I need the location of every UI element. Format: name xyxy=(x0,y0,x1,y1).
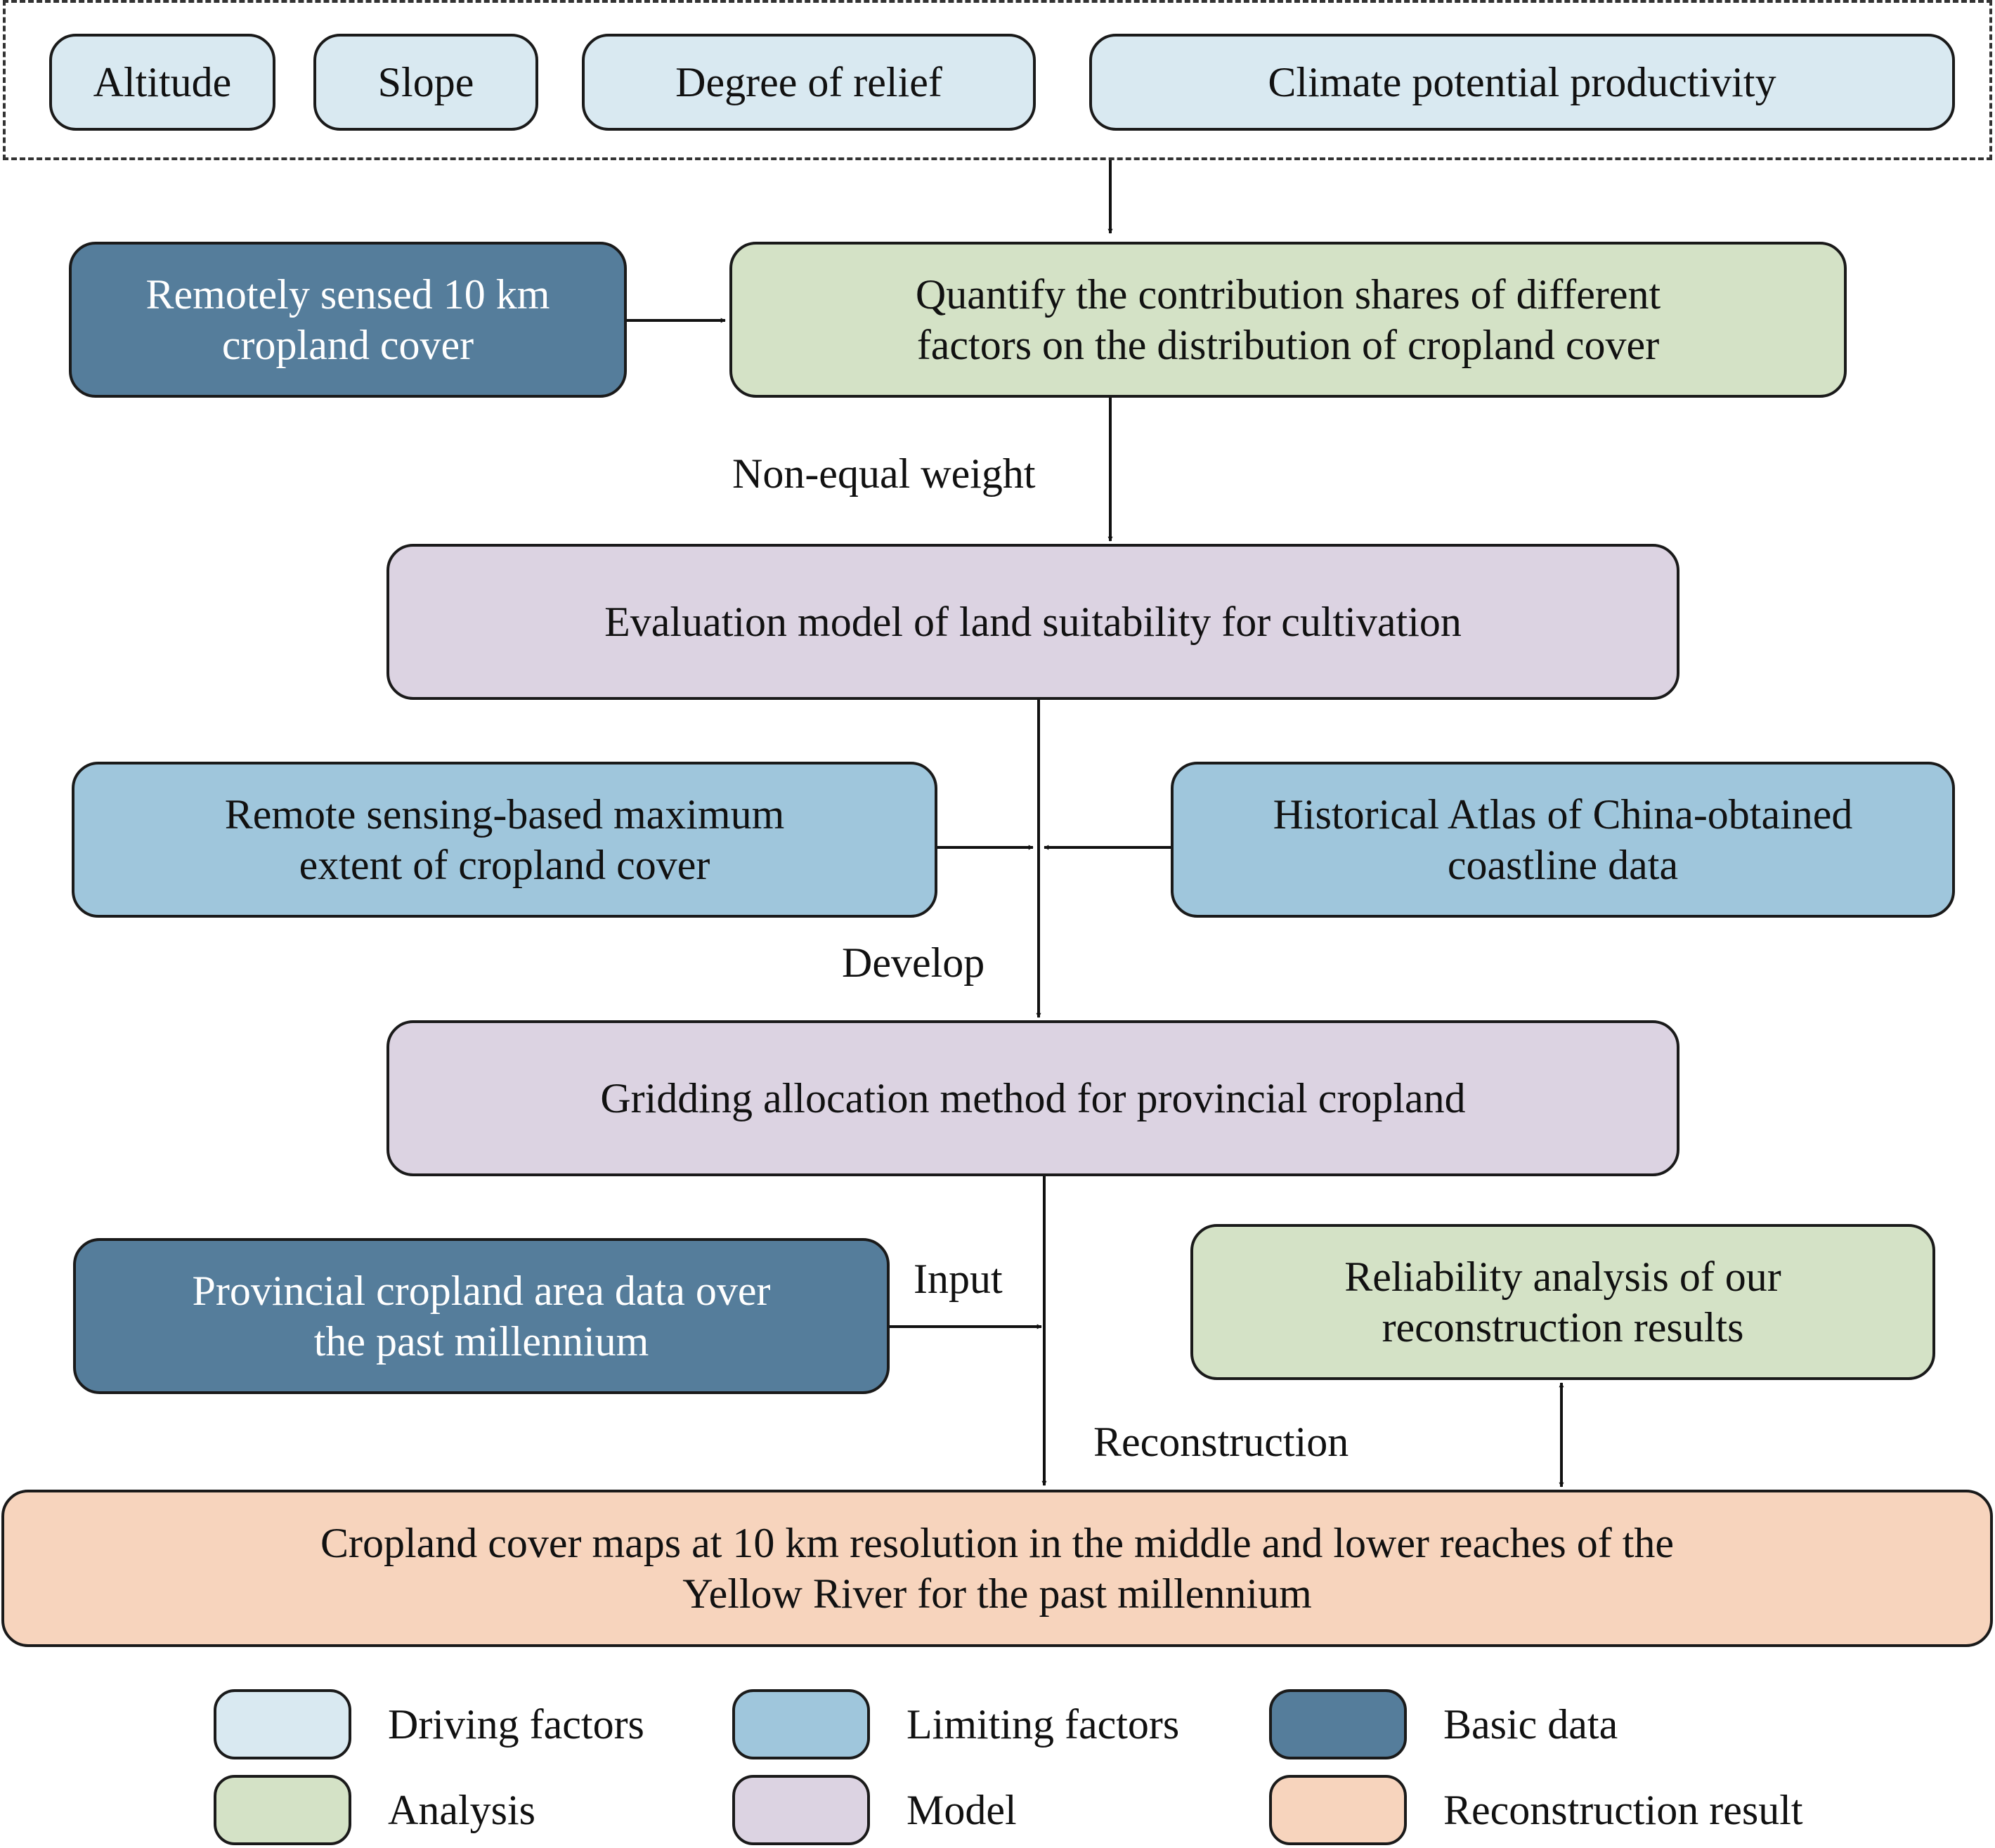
altitude-label: Altitude xyxy=(93,59,232,105)
slope-node[interactable]: Slope xyxy=(313,34,538,131)
provincial-label: Provincial cropland area data over the p… xyxy=(192,1268,771,1365)
legend-label-result: Reconstruction result xyxy=(1443,1787,1803,1833)
legend-label-analysis: Analysis xyxy=(388,1787,535,1833)
atlas-node[interactable]: Historical Atlas of China-obtained coast… xyxy=(1171,762,1955,918)
quantify-node[interactable]: Quantify the contribution shares of diff… xyxy=(729,242,1847,398)
legend-swatch-analysis xyxy=(214,1775,351,1845)
max-extent-node[interactable]: Remote sensing-based maximum extent of c… xyxy=(72,762,937,918)
reconstruction-label: Reconstruction xyxy=(1093,1419,1349,1465)
evaluation-model-label: Evaluation model of land suitability for… xyxy=(604,599,1462,645)
reliability-label: Reliability analysis of our reconstructi… xyxy=(1344,1254,1781,1351)
evaluation-model-node[interactable]: Evaluation model of land suitability for… xyxy=(386,544,1679,700)
legend-swatch-result xyxy=(1269,1775,1407,1845)
develop-label: Develop xyxy=(842,939,985,986)
legend-label-basic: Basic data xyxy=(1443,1701,1618,1748)
remote-10km-label: Remotely sensed 10 km cropland cover xyxy=(145,271,550,368)
non-equal-weight-label: Non-equal weight xyxy=(732,450,1036,497)
legend-label-model: Model xyxy=(906,1787,1017,1833)
legend-swatch-model xyxy=(732,1775,870,1845)
altitude-node[interactable]: Altitude xyxy=(49,34,275,131)
gridding-label: Gridding allocation method for provincia… xyxy=(600,1075,1466,1121)
relief-node[interactable]: Degree of relief xyxy=(582,34,1036,131)
climate-node[interactable]: Climate potential productivity xyxy=(1089,34,1955,131)
result-node[interactable]: Cropland cover maps at 10 km resolution … xyxy=(1,1490,1993,1647)
legend-label-limiting: Limiting factors xyxy=(906,1701,1180,1748)
relief-label: Degree of relief xyxy=(675,59,942,105)
legend-label-driving: Driving factors xyxy=(388,1701,644,1748)
driving-factors-group xyxy=(3,0,1992,160)
legend-swatch-driving xyxy=(214,1689,351,1759)
climate-label: Climate potential productivity xyxy=(1268,59,1776,105)
max-extent-label: Remote sensing-based maximum extent of c… xyxy=(224,791,785,888)
provincial-node[interactable]: Provincial cropland area data over the p… xyxy=(73,1238,890,1394)
gridding-node[interactable]: Gridding allocation method for provincia… xyxy=(386,1020,1679,1176)
atlas-label: Historical Atlas of China-obtained coast… xyxy=(1273,791,1853,888)
legend-swatch-limiting xyxy=(732,1689,870,1759)
reliability-node[interactable]: Reliability analysis of our reconstructi… xyxy=(1190,1224,1935,1380)
result-label: Cropland cover maps at 10 km resolution … xyxy=(320,1520,1675,1617)
quantify-label: Quantify the contribution shares of diff… xyxy=(915,271,1661,368)
remote-10km-node[interactable]: Remotely sensed 10 km cropland cover xyxy=(69,242,627,398)
legend-swatch-basic xyxy=(1269,1689,1407,1759)
slope-label: Slope xyxy=(377,59,474,105)
input-label: Input xyxy=(914,1256,1003,1302)
